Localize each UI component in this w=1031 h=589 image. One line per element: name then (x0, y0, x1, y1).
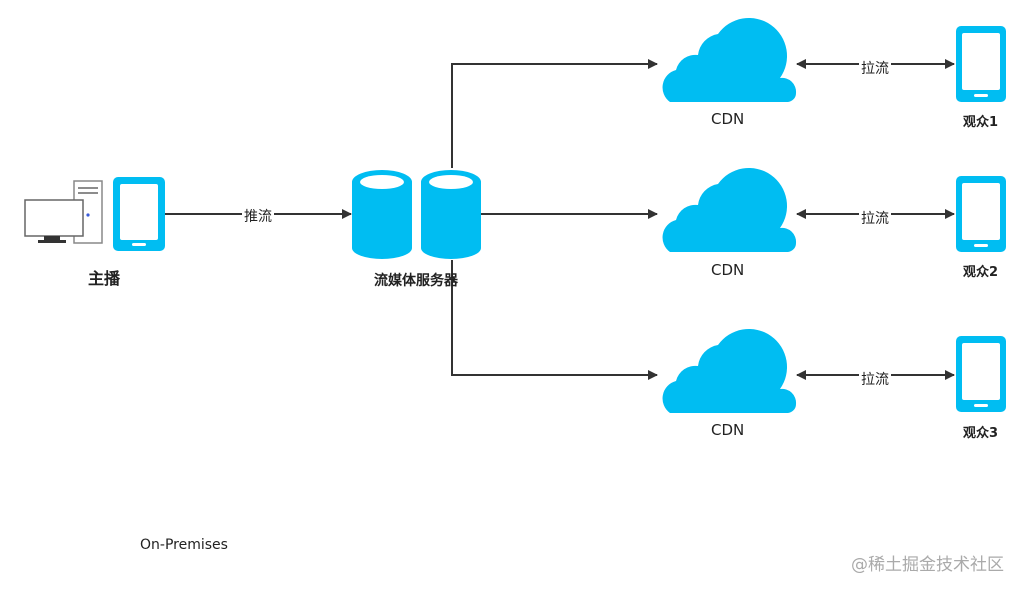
cloud-icon (662, 328, 797, 413)
cloud-icon (662, 17, 797, 102)
viewer-phone-icon (956, 176, 1006, 252)
host-label: 主播 (88, 269, 121, 288)
cloud-icon (662, 167, 797, 252)
desktop-computer-icon (24, 180, 103, 244)
server-label: 流媒体服务器 (374, 273, 458, 289)
watermark-text: @稀土掘金技术社区 (851, 555, 1004, 575)
database-icon-right (421, 170, 481, 259)
cdn-label-3: CDN (711, 421, 745, 439)
host-phone-icon (113, 177, 165, 251)
viewer-label-2: 观众2 (963, 265, 999, 280)
server-to-cdn1-arrow (451, 59, 658, 168)
pull-label-2: 拉流 (859, 208, 891, 228)
caption-text: On-Premises (140, 537, 228, 553)
viewer-label-1: 观众1 (963, 115, 999, 130)
cdn-label-2: CDN (711, 261, 745, 279)
viewer-phone-icon (956, 336, 1006, 412)
viewer-label-3: 观众3 (963, 426, 999, 441)
database-icon-left (352, 170, 412, 259)
viewer-phone-icon (956, 26, 1006, 102)
push-label: 推流 (242, 206, 274, 226)
pull-label-1: 拉流 (859, 58, 891, 78)
server-to-cdn3-arrow (451, 260, 658, 380)
cdn-label-1: CDN (711, 110, 745, 128)
pull-label-3: 拉流 (859, 369, 891, 389)
